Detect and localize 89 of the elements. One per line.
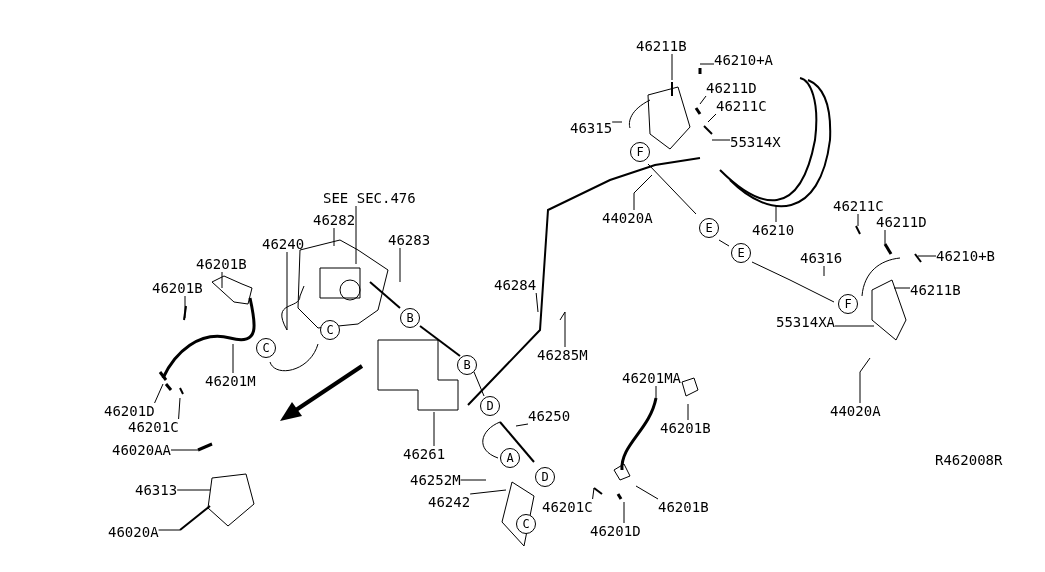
leader-line [154, 383, 164, 404]
connector-letter: A [500, 448, 520, 468]
part-number: 46240 [262, 236, 305, 252]
leader-line [232, 343, 234, 374]
leader-line [884, 229, 886, 245]
leader-line [711, 139, 731, 141]
part-number: 46201C [542, 499, 593, 515]
part-number: 46211B [636, 38, 687, 54]
connector-letter: D [535, 467, 555, 487]
part-number: 46201B [658, 499, 709, 515]
connector-letter: F [838, 294, 858, 314]
leader-line [399, 247, 401, 283]
part-number: 46201C [128, 419, 179, 435]
leader-line [623, 501, 625, 524]
part-number: 46201M [205, 373, 256, 389]
leader-line [611, 121, 623, 123]
leader-line [857, 213, 859, 227]
leader-line [699, 63, 715, 65]
leader-line [355, 205, 357, 265]
leader-line [635, 485, 659, 500]
part-number: 55314X [730, 134, 781, 150]
part-number: 46284 [494, 277, 537, 293]
leader-line [671, 53, 673, 81]
part-number: 46282 [313, 212, 356, 228]
leader-line [184, 295, 186, 319]
part-number: 46242 [428, 494, 471, 510]
part-number: 46211D [876, 214, 927, 230]
part-number: 44020A [602, 210, 653, 226]
leader-line [775, 205, 777, 223]
leader-line [655, 385, 657, 399]
part-number: 46211D [706, 80, 757, 96]
leader-line [535, 292, 539, 313]
part-number: 44020A [830, 403, 881, 419]
leader-line [893, 287, 911, 289]
leader-line [823, 265, 825, 277]
part-number: 46252M [410, 472, 461, 488]
part-number: 46313 [135, 482, 178, 498]
part-number: 46210 [752, 222, 795, 238]
part-number: 46020A [108, 524, 159, 540]
part-number: 46210+A [714, 52, 773, 68]
part-number: SEE SEC.476 [323, 190, 416, 206]
part-number: 46201D [590, 523, 641, 539]
leader-line [515, 423, 529, 427]
leader-line [469, 489, 507, 495]
leader-line [834, 325, 875, 327]
leader-line [687, 403, 689, 421]
leader-line [859, 371, 861, 404]
part-number: 55314XA [776, 314, 835, 330]
connector-letter: C [256, 338, 276, 358]
leader-line [564, 311, 566, 348]
part-number: 46201MA [622, 370, 681, 386]
part-number: 46315 [570, 120, 613, 136]
leader-line [176, 489, 211, 491]
part-number: 46250 [528, 408, 571, 424]
part-number: 46211B [910, 282, 961, 298]
part-number: 46201D [104, 403, 155, 419]
drawing-number: R462008R [935, 452, 1003, 468]
leader-line [633, 192, 635, 211]
leader-line [460, 479, 487, 481]
part-number: 46211C [716, 98, 767, 114]
connector-letter: D [480, 396, 500, 416]
leader-line [707, 113, 717, 123]
connector-letter: E [731, 243, 751, 263]
part-number: 46211C [833, 198, 884, 214]
leader-line [433, 411, 435, 447]
leader-line [333, 227, 335, 247]
leader-line [592, 487, 595, 500]
part-number: 46285M [537, 347, 588, 363]
leader-line [221, 271, 223, 289]
connector-letter: C [320, 320, 340, 340]
connector-letter: B [457, 355, 477, 375]
part-number: 46020AA [112, 442, 171, 458]
connector-letter: F [630, 142, 650, 162]
leader-line [917, 255, 937, 257]
part-number: 46261 [403, 446, 446, 462]
part-number: 46210+B [936, 248, 995, 264]
connector-letter: B [400, 308, 420, 328]
leader-line [699, 95, 707, 105]
part-number: 46201B [196, 256, 247, 272]
part-number: 46283 [388, 232, 431, 248]
part-number: 46201B [660, 420, 711, 436]
connector-letter: E [699, 218, 719, 238]
leader-line [158, 529, 181, 531]
leader-line [286, 251, 288, 331]
part-number: 46316 [800, 250, 843, 266]
part-number: 46201B [152, 280, 203, 296]
leader-line [170, 449, 199, 451]
leader-line [178, 397, 181, 420]
connector-letter: C [516, 514, 536, 534]
